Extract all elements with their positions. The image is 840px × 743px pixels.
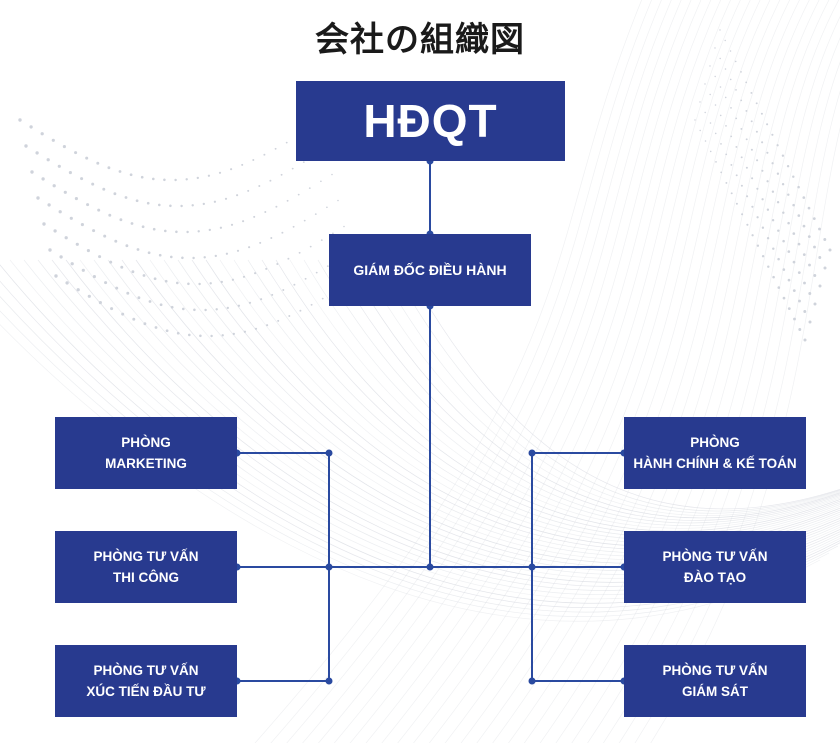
dept-label-line1: PHÒNG [121,435,171,450]
dept-node-marketing: PHÒNG MARKETING [55,417,237,489]
connector-dot [325,563,333,571]
dept-label-line2: GIÁM SÁT [682,684,748,699]
ceo-label: GIÁM ĐỐC ĐIỀU HÀNH [353,262,507,278]
dept-label-line1: PHÒNG TƯ VẤN [662,549,768,564]
dept-node-investment-promotion: PHÒNG TƯ VẤN XÚC TIẾN ĐẦU TƯ [55,645,237,717]
connector-dot [426,563,434,571]
connector-dot [528,563,536,571]
dept-label-line1: PHÒNG [690,435,740,450]
dept-label-line2: THI CÔNG [113,570,179,585]
board-node: HĐQT [296,81,565,161]
dept-node-admin-accounting: PHÒNG HÀNH CHÍNH & KẾ TOÁN [624,417,806,489]
dept-label-line1: PHÒNG TƯ VẤN [662,663,768,678]
dept-label-line2: HÀNH CHÍNH & KẾ TOÁN [633,456,797,471]
connector-dot [325,677,333,685]
connector-dot [528,677,536,685]
dept-label-line1: PHÒNG TƯ VẤN [93,663,199,678]
board-label: HĐQT [363,95,498,147]
page-title: 会社の組織図 [315,20,525,60]
dept-label-line2: ĐÀO TẠO [683,570,747,585]
dept-node-training: PHÒNG TƯ VẤN ĐÀO TẠO [624,531,806,603]
connector-dot [528,449,536,457]
dept-label-line2: XÚC TIẾN ĐẦU TƯ [86,684,206,699]
connector-dot [325,449,333,457]
dept-label-line1: PHÒNG TƯ VẤN [93,549,199,564]
dept-node-construction-consulting: PHÒNG TƯ VẤN THI CÔNG [55,531,237,603]
dept-label-line2: MARKETING [105,456,187,471]
ceo-node: GIÁM ĐỐC ĐIỀU HÀNH [329,234,531,306]
dept-node-supervision: PHÒNG TƯ VẤN GIÁM SÁT [624,645,806,717]
